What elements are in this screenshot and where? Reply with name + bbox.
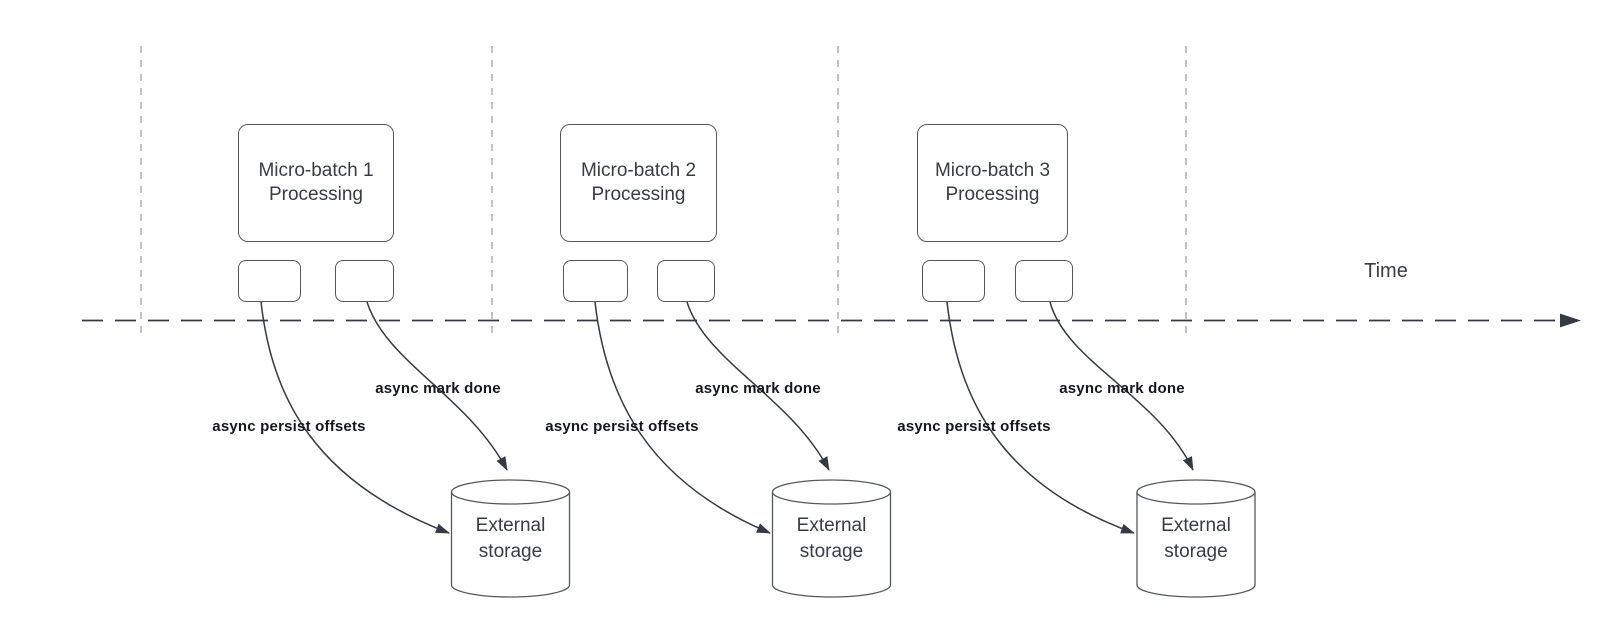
external-storage-cylinder: [771, 479, 892, 598]
mark-done-arrow: [686, 301, 830, 471]
external-storage-cylinder: [450, 479, 571, 598]
subtask-box: [563, 260, 628, 302]
mark-done-label: async mark done: [375, 380, 501, 397]
persist-offsets-label: async persist offsets: [897, 418, 1051, 435]
mark-done-label: async mark done: [1059, 380, 1185, 397]
persist-offsets-arrow: [946, 301, 1135, 534]
micro-batch-box: Micro-batch 3 Processing: [917, 124, 1068, 242]
persist-offsets-label: async persist offsets: [212, 418, 366, 435]
subtask-box: [238, 260, 301, 302]
subtask-box: [1015, 260, 1073, 302]
mark-done-arrow: [1049, 301, 1194, 471]
subtask-box: [335, 260, 394, 302]
micro-batch-box-label: Micro-batch 3 Processing: [934, 160, 1051, 205]
mark-done-label: async mark done: [695, 380, 821, 397]
micro-batch-box-label: Micro-batch 1 Processing: [258, 160, 374, 205]
time-label: Time: [1364, 260, 1408, 282]
persist-offsets-label: async persist offsets: [545, 418, 699, 435]
mark-done-arrow: [366, 301, 508, 471]
external-storage-cylinder: [1136, 479, 1256, 598]
time-axis-arrowhead: [1560, 313, 1581, 328]
subtask-box: [657, 260, 715, 302]
micro-batch-box: Micro-batch 1 Processing: [238, 124, 394, 242]
micro-batch-box: Micro-batch 2 Processing: [560, 124, 717, 242]
persist-offsets-arrow: [594, 301, 771, 534]
persist-offsets-arrow: [260, 301, 450, 534]
subtask-box: [922, 260, 985, 302]
micro-batch-box-label: Micro-batch 2 Processing: [580, 160, 697, 205]
